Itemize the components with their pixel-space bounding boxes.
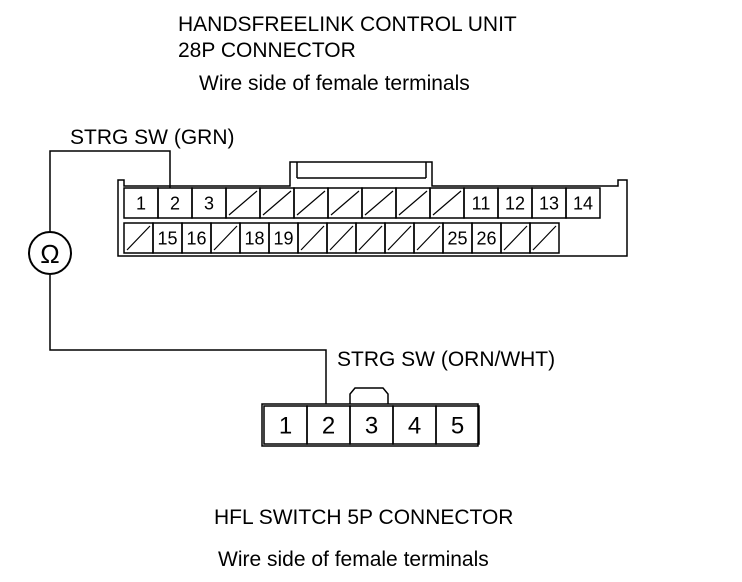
bottom-connector-subtitle: Wire side of female terminals xyxy=(218,548,489,571)
terminal-cell xyxy=(435,405,480,445)
terminal-number: 18 xyxy=(244,228,264,248)
unused-terminal-slash xyxy=(398,190,428,216)
terminal-number: 25 xyxy=(447,228,467,248)
unused-terminal-slash xyxy=(432,190,462,216)
terminal-number: 3 xyxy=(204,193,214,213)
unused-terminal-slash xyxy=(416,225,441,251)
ohm-icon: Ω xyxy=(40,239,59,269)
terminal-number: 1 xyxy=(279,413,292,440)
top-wire-label: STRG SW (GRN) xyxy=(70,126,235,149)
top-connector-row2: 15 16 18 19 25 26 xyxy=(123,222,560,254)
terminal-number: 3 xyxy=(365,413,378,440)
top-connector-title-line2: 28P CONNECTOR xyxy=(178,39,356,62)
bottom-connector-lock-tab xyxy=(349,387,389,404)
terminal-number: 19 xyxy=(273,228,293,248)
unused-terminal-slash xyxy=(300,225,325,251)
terminal-number: 5 xyxy=(451,413,464,440)
top-connector-title-line1: HANDSFREELINK CONTROL UNIT xyxy=(178,13,517,36)
unused-terminal-slash xyxy=(503,225,528,251)
grn-wire xyxy=(49,150,171,232)
unused-terminal-slash xyxy=(532,225,557,251)
terminal-number: 26 xyxy=(476,228,496,248)
unused-terminal-slash xyxy=(296,190,326,216)
unused-terminal-slash xyxy=(126,225,151,251)
unused-terminal-slash xyxy=(364,190,394,216)
terminal-number: 13 xyxy=(539,193,559,213)
ohmmeter xyxy=(28,231,72,275)
terminal-number: 2 xyxy=(322,413,335,440)
unused-terminal-slash xyxy=(262,190,292,216)
bottom-connector-title: HFL SWITCH 5P CONNECTOR xyxy=(214,506,514,529)
bottom-connector-pins: 1 2 3 4 5 xyxy=(263,405,480,445)
orn-wht-wire xyxy=(49,275,327,404)
terminal-number: 4 xyxy=(408,413,421,440)
terminal-number: 1 xyxy=(136,193,146,213)
terminal-number: 11 xyxy=(472,193,491,213)
terminal-number: 2 xyxy=(170,193,180,213)
top-connector-subtitle: Wire side of female terminals xyxy=(199,72,470,95)
unused-terminal-slash xyxy=(228,190,258,216)
unused-terminal-slash xyxy=(358,225,383,251)
unused-terminal-slash xyxy=(330,190,360,216)
terminal-cell xyxy=(565,187,601,219)
unused-terminal-slash xyxy=(387,225,412,251)
bottom-connector-housing xyxy=(261,403,479,447)
unused-terminal-slash xyxy=(213,225,238,251)
terminal-cell xyxy=(529,222,560,254)
top-connector-housing xyxy=(117,161,628,257)
bottom-wire-label: STRG SW (ORN/WHT) xyxy=(337,348,556,371)
terminal-number: 16 xyxy=(186,228,206,248)
unused-terminal-slash xyxy=(329,225,354,251)
terminal-number: 15 xyxy=(157,228,177,248)
terminal-number: 12 xyxy=(505,193,525,213)
terminal-number: 14 xyxy=(573,193,593,213)
